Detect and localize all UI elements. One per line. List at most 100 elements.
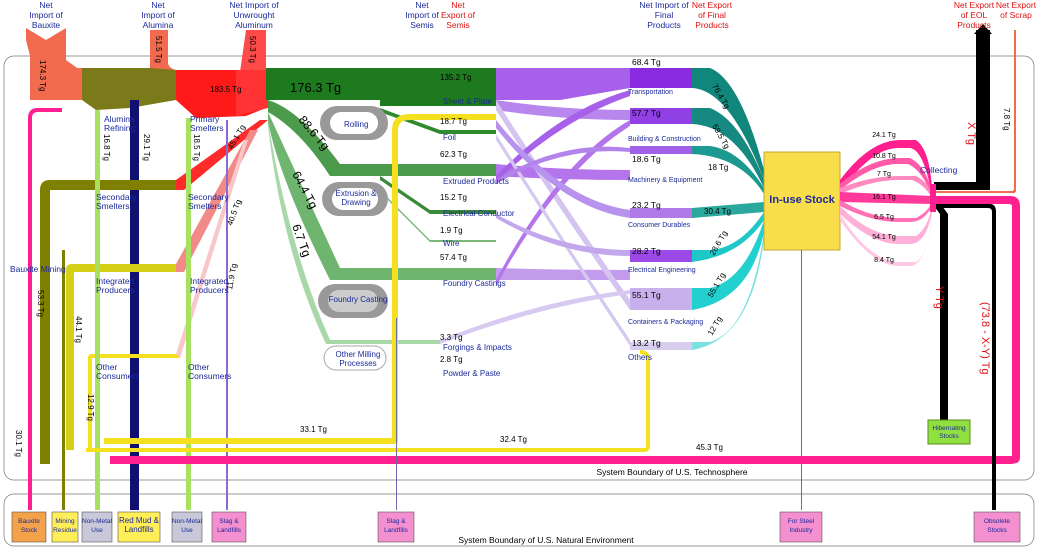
top-label-semis-export: Export of: [441, 10, 476, 20]
node-integrated-producers: Integrated: [96, 276, 135, 286]
top-label-unwrought: Unwrought: [233, 10, 275, 20]
collect-value: 16.1 Tg: [872, 194, 896, 201]
enduse-out-value: 55.1 Tg: [706, 271, 727, 299]
top-label-bauxite: Import of: [29, 10, 63, 20]
collect-value: 7 Tg: [877, 171, 891, 178]
slag-flow-2: [396, 318, 397, 510]
slag-flow-1: [226, 120, 228, 510]
bottom-box-steel: [779, 511, 823, 543]
bottom-box-label: Mining: [55, 518, 75, 525]
node-primary-smelters: Primary: [190, 114, 220, 124]
collecting-fan: [840, 140, 932, 266]
node-integrated-producers: Producers: [96, 285, 135, 295]
semis-label: Foundry Castings: [443, 279, 506, 288]
flow-value-29-1: 29.1 Tg: [142, 134, 151, 161]
flow-value-40-5: 40.5 Tg: [225, 198, 243, 226]
collect-value: 10.8 Tg: [872, 153, 896, 160]
foundry-node: [318, 284, 388, 318]
node-alumina-refining: Refining: [104, 123, 135, 133]
flow-value-12-9: 12.9 Tg: [86, 394, 95, 421]
bottom-box-label: Obsolete: [984, 518, 1010, 525]
bottom-box-label: Stock: [21, 527, 38, 534]
bottom-box-label: Stocks: [987, 527, 1007, 534]
flow-value-16-8: 16.8 Tg: [102, 134, 111, 161]
flow-value-x: X Tg: [965, 122, 977, 145]
node-integrated-producers: Producers: [190, 285, 229, 295]
node-other-consumers: Consumers: [96, 371, 139, 381]
node-secondary-smelters: Secondary: [188, 192, 229, 202]
sheet-plate-flow: [380, 100, 496, 106]
bottom-box-obsolete: [973, 511, 1021, 543]
enduse-out-value: 18 Tg: [708, 163, 728, 172]
semis-label: Electrical Conductor: [443, 209, 515, 218]
node-other-milling: Other Milling: [336, 350, 381, 359]
top-label-semis-export: Semis: [446, 20, 470, 30]
secondary-red: [176, 120, 268, 190]
flow-value-smelter: 183.5 Tg: [210, 85, 241, 94]
enduse-label: Others: [628, 353, 652, 362]
flow-value-bauxite: 174.3 Tg: [38, 60, 47, 91]
hibernating-box: [927, 419, 971, 445]
top-label-bauxite: Bauxite: [32, 20, 61, 30]
collecting-node: [930, 184, 936, 212]
bottom-box-label: Slag &: [386, 518, 406, 525]
top-label-final-import: Products: [647, 20, 681, 30]
node-other-milling: Processes: [339, 359, 376, 368]
semis-value: 2.8 Tg: [440, 355, 463, 364]
flow-value-44-1: 44.1 Tg: [74, 316, 83, 343]
semis-label: Forgings & Impacts: [443, 343, 512, 352]
top-label-bauxite: Net: [39, 0, 53, 10]
semis-value: 135.2 Tg: [440, 73, 471, 82]
enduse-label: Consumer Durables: [628, 222, 691, 229]
semis-value: 57.4 Tg: [440, 253, 467, 262]
top-label-alumina: Alumina: [143, 20, 174, 30]
extrusion-flow: [268, 112, 496, 280]
flow-value-remainder: (73.8 - X-Y) Tg: [979, 302, 991, 375]
node-hibernating: Stocks: [939, 433, 959, 440]
enduse-value: 55.1 Tg: [632, 290, 661, 300]
semis-value: 3.3 Tg: [440, 333, 463, 342]
enduse-out-value: 12 Tg: [706, 315, 724, 337]
bottom-box-red-mud: [117, 511, 161, 543]
collect-value: 54.1 Tg: [872, 234, 896, 241]
collect-value: 6.5 Tg: [874, 214, 894, 221]
semis-to-enduse-fan: [440, 68, 630, 346]
node-other-consumers: Other: [188, 362, 209, 372]
top-label-semis-import: Net: [415, 0, 429, 10]
flow-value-45-1: 45.1 Tg: [226, 123, 247, 151]
flow-value-extrusion: 64.4 Tg: [289, 169, 320, 211]
alumina-refining-block: [82, 68, 176, 110]
top-label-scrap-export: of Scrap: [1000, 10, 1032, 20]
rolling-node: [320, 106, 388, 140]
chevron-down-icon: [401, 395, 409, 401]
node-secondary-smelters: Smelters: [96, 201, 130, 211]
node-integrated-producers: Integrated: [190, 276, 229, 286]
enduse-out-value: 59.5 Tg: [710, 123, 731, 151]
conductor-flow: [380, 176, 496, 214]
enduse-out-value: 30.4 Tg: [704, 207, 731, 216]
technosphere-label: System Boundary of U.S. Technosphere: [596, 467, 747, 477]
semis-value: 18.7 Tg: [440, 117, 467, 126]
smelter-to-main: [236, 70, 268, 116]
node-secondary-smelters: Secondary: [96, 192, 137, 202]
bauxite-stock-flow: [28, 108, 62, 510]
bottom-box-label: Non-Metal: [82, 518, 113, 525]
other-milling-node: [323, 345, 387, 371]
bottom-box-label: Bauxite: [18, 518, 40, 525]
semis-value: 15.2 Tg: [440, 193, 467, 202]
node-bauxite-mining: Bauxite Mining: [10, 264, 66, 274]
node-hibernating: Hibernating: [932, 425, 966, 432]
top-label-semis-import: Import of: [405, 10, 439, 20]
enduse-value: 57.7 Tg: [632, 108, 661, 118]
flow-value-33-1: 33.1 Tg: [300, 425, 327, 434]
node-secondary-smelters: Smelters: [188, 201, 222, 211]
lime-flow-1: [95, 110, 100, 510]
semis-label: Wire: [443, 239, 460, 248]
top-label-final-import: Net Import of: [639, 0, 689, 10]
node-primary-smelters: Smelters: [190, 123, 224, 133]
mining-flow: [62, 250, 65, 510]
top-label-final-import: Final: [655, 10, 674, 20]
flow-value-main: 176.3 Tg: [290, 80, 341, 95]
